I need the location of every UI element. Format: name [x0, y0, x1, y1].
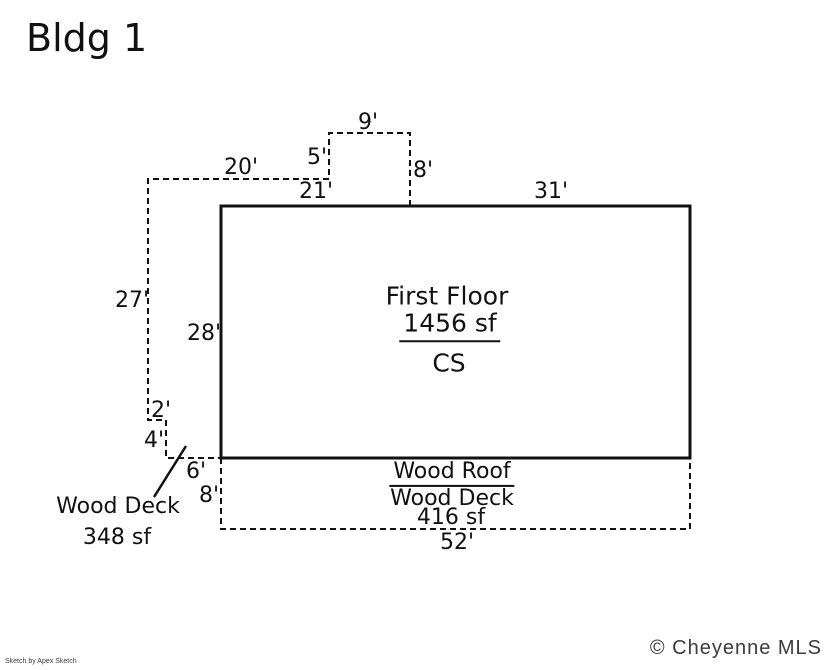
- dim-notch-right: 8': [412, 157, 434, 183]
- deck-left-area: 348 sf: [82, 524, 152, 550]
- dim-notch-left: 5': [306, 144, 328, 170]
- roof-deck-outline-path: [220, 458, 691, 530]
- deck-outline-path: [147, 132, 411, 459]
- deck-left-name: Wood Deck: [56, 493, 180, 519]
- first-floor-code: CS: [432, 348, 466, 378]
- dim-deck-left-side: 27': [114, 287, 150, 313]
- deck-leader-line: [152, 445, 188, 498]
- dim-deck-top: 20': [223, 154, 259, 180]
- roof-deck-line1-text: Wood Roof: [389, 458, 515, 487]
- first-floor-area-text: 1456 sf: [399, 308, 501, 343]
- dim-main-top-right: 31': [533, 178, 569, 204]
- dim-step-2: 2': [150, 397, 172, 423]
- first-floor-area: 1456 sf: [399, 308, 501, 343]
- dim-main-left-side: 28': [186, 320, 222, 346]
- apex-watermark: Sketch by Apex Sketch: [5, 658, 77, 665]
- roof-deck-area: 416 sf: [416, 504, 486, 530]
- mls-credit: © Cheyenne MLS: [649, 637, 822, 659]
- dim-bottom-deck-width: 52': [439, 529, 475, 555]
- first-floor-name: First Floor: [385, 281, 509, 311]
- roof-deck-line2: Wood Deck: [390, 485, 514, 511]
- dim-main-top-left: 21': [298, 178, 334, 204]
- dim-step-4: 4': [143, 427, 165, 453]
- first-floor-outline: [219, 204, 692, 460]
- dim-bottom-deck-left: 8': [198, 482, 220, 508]
- dim-notch-top: 9': [357, 109, 379, 135]
- roof-deck-line1: Wood Roof: [389, 458, 515, 487]
- building-title: Bldg 1: [26, 16, 148, 60]
- dim-step-6: 6': [185, 458, 207, 484]
